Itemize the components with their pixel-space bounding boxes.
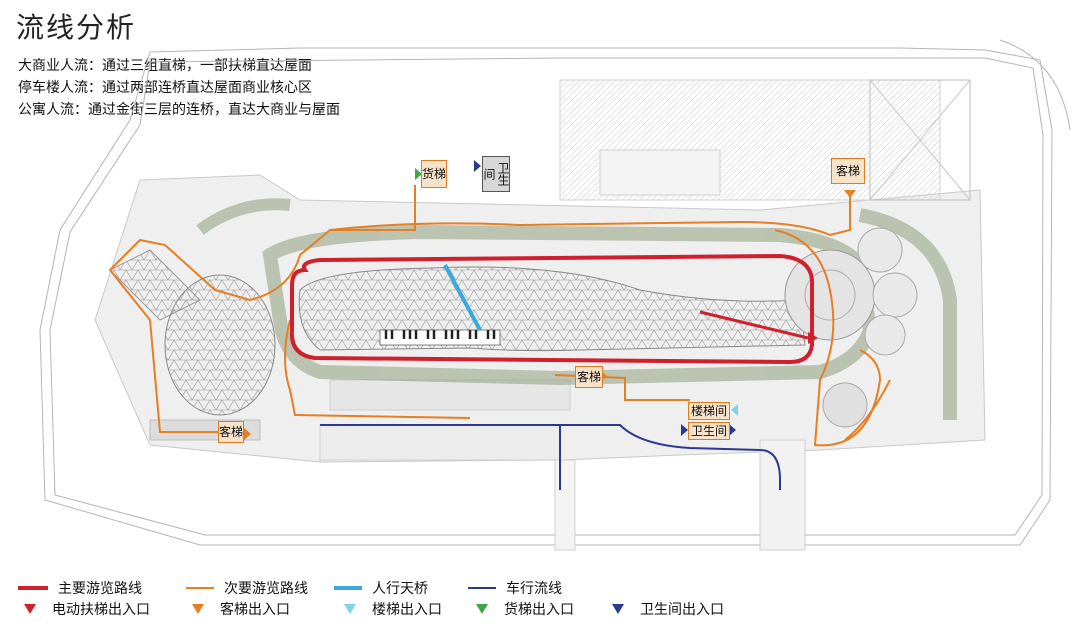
left-dome	[164, 274, 276, 416]
stair-marker-icon	[344, 604, 356, 614]
guest-elevator-tag-ne: 客梯	[831, 158, 865, 184]
freight-marker-icon	[476, 604, 488, 614]
guest-entry-marker-ne	[844, 190, 856, 198]
guest-entry-marker-sw	[244, 428, 251, 440]
legend-stair-entry: 楼梯出入口	[338, 599, 442, 619]
legend-vehicle-route: 车行流线	[468, 578, 562, 598]
legend-skybridge: 人行天桥	[334, 578, 428, 598]
legend-secondary-route-label: 次要游览路线	[224, 581, 308, 597]
legend-freight-entry: 货梯出入口	[470, 599, 574, 619]
main-route	[289, 253, 814, 365]
vehicle-route	[320, 424, 781, 490]
stair-room-tag: 楼梯间	[688, 402, 730, 420]
legend-freight-entry-label: 货梯出入口	[504, 602, 574, 618]
legend-vehicle-route-label: 车行流线	[506, 581, 562, 597]
legend-escalator-entry: 电动扶梯出入口	[18, 599, 150, 619]
legend-vehicle-route-swatch	[468, 587, 496, 589]
freight-entry-marker	[415, 168, 422, 180]
freight-elevator-tag: 货梯	[421, 160, 447, 188]
piano-keys	[379, 329, 501, 346]
page-title: 流线分析	[16, 11, 137, 44]
escalator-entry-marker	[808, 332, 818, 344]
legend-secondary-route: 次要游览路线	[186, 578, 308, 598]
legend-skybridge-label: 人行天桥	[372, 581, 428, 597]
guest-elevator-tag-sw: 客梯	[218, 421, 244, 443]
legend-restroom-entry-label: 卫生间出入口	[640, 602, 724, 618]
legend-restroom-entry: 卫生间出入口	[606, 599, 724, 619]
legend-escalator-entry-label: 电动扶梯出入口	[52, 602, 150, 618]
left-wing	[109, 249, 201, 321]
restroom-entry-marker-bottom	[681, 424, 688, 436]
east-plaza	[784, 227, 918, 428]
legend-secondary-route-swatch	[186, 587, 214, 589]
legend-skybridge-swatch	[334, 586, 362, 590]
note-parking: 停车楼人流：通过两部连桥直达屋面商业核心区	[18, 80, 312, 96]
guest-elevator-marker-icon	[192, 604, 204, 614]
restroom-tag-top: 卫生间	[482, 156, 510, 192]
site-boundary	[39, 39, 1071, 546]
legend-main-route: 主要游览路线	[18, 578, 142, 598]
flow-notes: 大商业人流：通过三组直梯，一部扶梯直达屋面 停车楼人流：通过两部连桥直达屋面商业…	[18, 55, 340, 121]
legend-stair-entry-label: 楼梯出入口	[372, 602, 442, 618]
note-apartment: 公寓人流：通过金街三层的连桥，直达大商业与屋面	[18, 102, 340, 118]
legend-main-route-label: 主要游览路线	[58, 581, 142, 597]
skybridge-path	[443, 264, 482, 331]
legend-guest-elevator-entry: 客梯出入口	[186, 599, 290, 619]
stair-entry-marker	[731, 404, 738, 416]
note-commercial: 大商业人流：通过三组直梯，一部扶梯直达屋面	[18, 58, 312, 74]
restroom-marker-icon	[612, 604, 624, 614]
site-plan	[39, 39, 1071, 551]
restroom-entry-marker-bottom-2	[729, 424, 736, 436]
guest-elevator-tag-mid: 客梯	[575, 366, 603, 388]
escalator-marker-icon	[24, 604, 36, 614]
legend: 主要游览路线 次要游览路线 人行天桥 车行流线 电动扶梯出入口 客梯出入口 楼梯…	[18, 578, 1078, 638]
legend-main-route-swatch	[18, 586, 48, 590]
restroom-tag-bottom: 卫生间	[688, 422, 730, 440]
escalator-path	[699, 310, 809, 340]
restroom-entry-marker-top	[474, 160, 481, 172]
legend-guest-elevator-entry-label: 客梯出入口	[220, 602, 290, 618]
